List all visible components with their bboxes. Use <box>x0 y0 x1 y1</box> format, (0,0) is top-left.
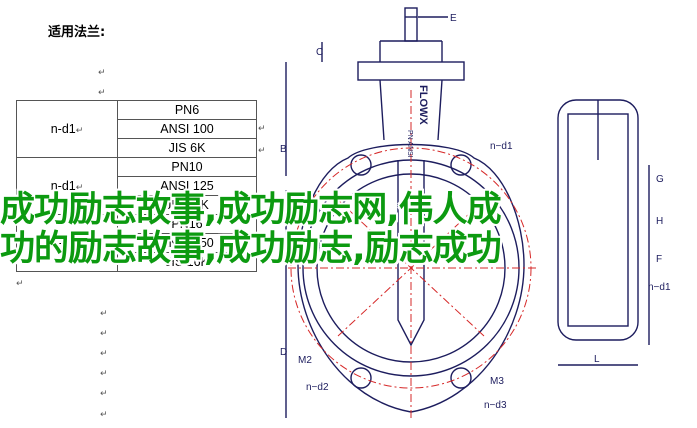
table-row: n-d1↵ PN10 <box>16 157 257 215</box>
label-m2: M2 <box>298 355 312 366</box>
disc-shaft <box>397 160 425 347</box>
return-mark: ↵ <box>98 88 106 98</box>
label-f: F <box>656 254 662 265</box>
bolt-lug <box>450 154 472 176</box>
bolt-lug <box>350 154 372 176</box>
return-mark: ↵ <box>100 369 108 379</box>
label-b: B <box>280 144 287 155</box>
table-cell: PN16 <box>117 214 257 234</box>
return-mark: ↵ <box>258 146 266 156</box>
table-cell: PN6 <box>117 100 257 120</box>
label-m3: M3 <box>490 376 504 387</box>
label-n-d2: n−d2 <box>306 382 329 393</box>
dimension-labels: E C B D n−d1 M2 n−d2 M3 n−d3 G H F n−d1 … <box>280 13 671 411</box>
label-h: H <box>656 216 663 227</box>
label-n-d1: n−d1 <box>490 141 513 152</box>
label-e: E <box>450 13 457 24</box>
label-l: L <box>594 354 600 365</box>
return-mark: ↵ <box>100 349 108 359</box>
label-n-d1-side: n−d1 <box>648 282 671 293</box>
return-mark: ↵ <box>98 68 106 78</box>
overlay-text-line-1: 成功励志故事,成功励志网,伟人成 <box>0 190 502 230</box>
return-mark: ↵ <box>100 389 108 399</box>
center-lines <box>288 90 538 420</box>
body-sublettering: PN ANSI <box>406 130 413 158</box>
return-mark: ↵ <box>16 279 24 289</box>
valve-technical-drawing: E C B D n−d1 M2 n−d2 M3 n−d3 G H F n−d1 … <box>280 7 671 420</box>
table-row: n-d1↵ PN6 <box>16 100 257 158</box>
table-cell: ANSI 150 <box>117 233 257 253</box>
bolt-lug <box>350 367 372 389</box>
overlay-text-line-2: 功的励志故事,成功励志,励志成功 <box>0 229 502 269</box>
table-cell: PN10 <box>117 157 257 177</box>
table-row: n-d1↵ PN16 <box>16 214 257 272</box>
return-mark: ↵ <box>100 410 108 420</box>
side-view <box>557 99 650 366</box>
table-row: ANSI 150 <box>17 233 257 253</box>
body-lettering: FLOWX <box>417 85 429 125</box>
table-cell: ANSI 100 <box>117 119 257 139</box>
return-mark: ↵ <box>100 329 108 339</box>
label-c: C <box>316 47 323 58</box>
group-label: n-d1↵ <box>16 100 118 158</box>
flange-spec-table: n-d1↵ PN6 ANSI 100 JIS 6K n-d1↵ PN10 ANS… <box>16 100 257 272</box>
return-mark: ↵ <box>100 309 108 319</box>
label-d: D <box>280 347 287 358</box>
table-row: JIS 6K <box>17 138 257 158</box>
label-n-d3: n−d3 <box>484 400 507 411</box>
label-g: G <box>656 174 664 185</box>
table-cell: JIS 16K <box>117 252 257 272</box>
valve-body <box>297 143 525 413</box>
doc-title: 适用法兰: <box>48 25 106 40</box>
stem <box>404 7 418 42</box>
return-mark: ↵ <box>258 124 266 134</box>
bolt-lug <box>450 367 472 389</box>
table-row: JIS 16K <box>17 252 257 272</box>
group-label: n-d1↵ <box>16 214 118 272</box>
table-cell: JIS 6K <box>117 138 257 158</box>
top-flange <box>357 61 465 81</box>
